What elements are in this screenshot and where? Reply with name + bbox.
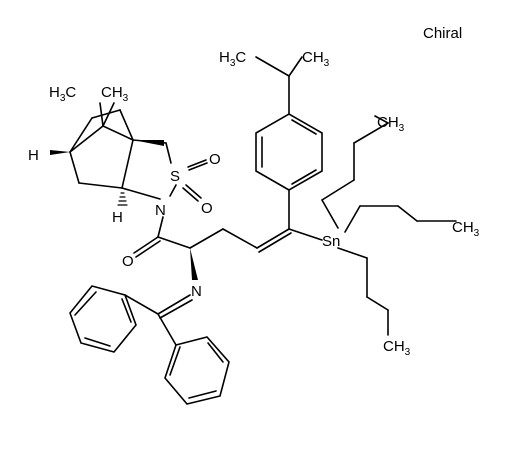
tin-atom-label: Sn: [322, 233, 340, 250]
chiral-flag: Chiral: [423, 25, 462, 42]
butyl-chain-3: [337, 247, 389, 336]
bridgehead-h-label: H: [28, 147, 39, 164]
phenyl-ring-lower: [164, 336, 230, 405]
butyl-2-ch3-label: CH3: [452, 219, 480, 239]
imine-nitrogen-label: N: [191, 283, 202, 300]
sulfur-atom-label: S: [170, 168, 180, 185]
sulfonyl-oxygen-top-label: O: [209, 151, 221, 168]
isopropyl-bonds: [255, 56, 303, 115]
phenyl-ring-upper: [69, 285, 137, 353]
lower-h-label: H: [112, 209, 123, 226]
butyl-3-ch3-label: CH3: [383, 338, 411, 358]
butyl-chain-1: [321, 115, 389, 229]
butyl-chain-2: [344, 205, 457, 233]
sulfonyl-oxygen-bottom-label: O: [201, 200, 213, 217]
ch3-methyl-label: CH3: [101, 84, 129, 104]
isopropyl-ch3-label: CH3: [302, 49, 330, 69]
diphenylmethylene-bonds: [124, 294, 193, 346]
wedge-bond-sultam: [133, 140, 164, 146]
h3c-methyl-label: H3C: [49, 84, 76, 104]
wedge-bond-alpha-carbon: [190, 248, 198, 280]
hashed-bond-lower-bridgehead: [117, 192, 128, 206]
wedge-bond-left-bridgehead: [50, 150, 70, 155]
butyl-1-ch3-label: CH3: [377, 114, 405, 134]
acyl-chain-bonds: [133, 189, 323, 258]
ring-nitrogen-label: N: [155, 202, 166, 219]
isopropylphenyl-ring: [255, 113, 323, 191]
isopropyl-h3c-label: H3C: [219, 49, 246, 69]
carbonyl-oxygen-label: O: [122, 253, 134, 270]
bornane-sultam-bonds: [69, 102, 208, 202]
